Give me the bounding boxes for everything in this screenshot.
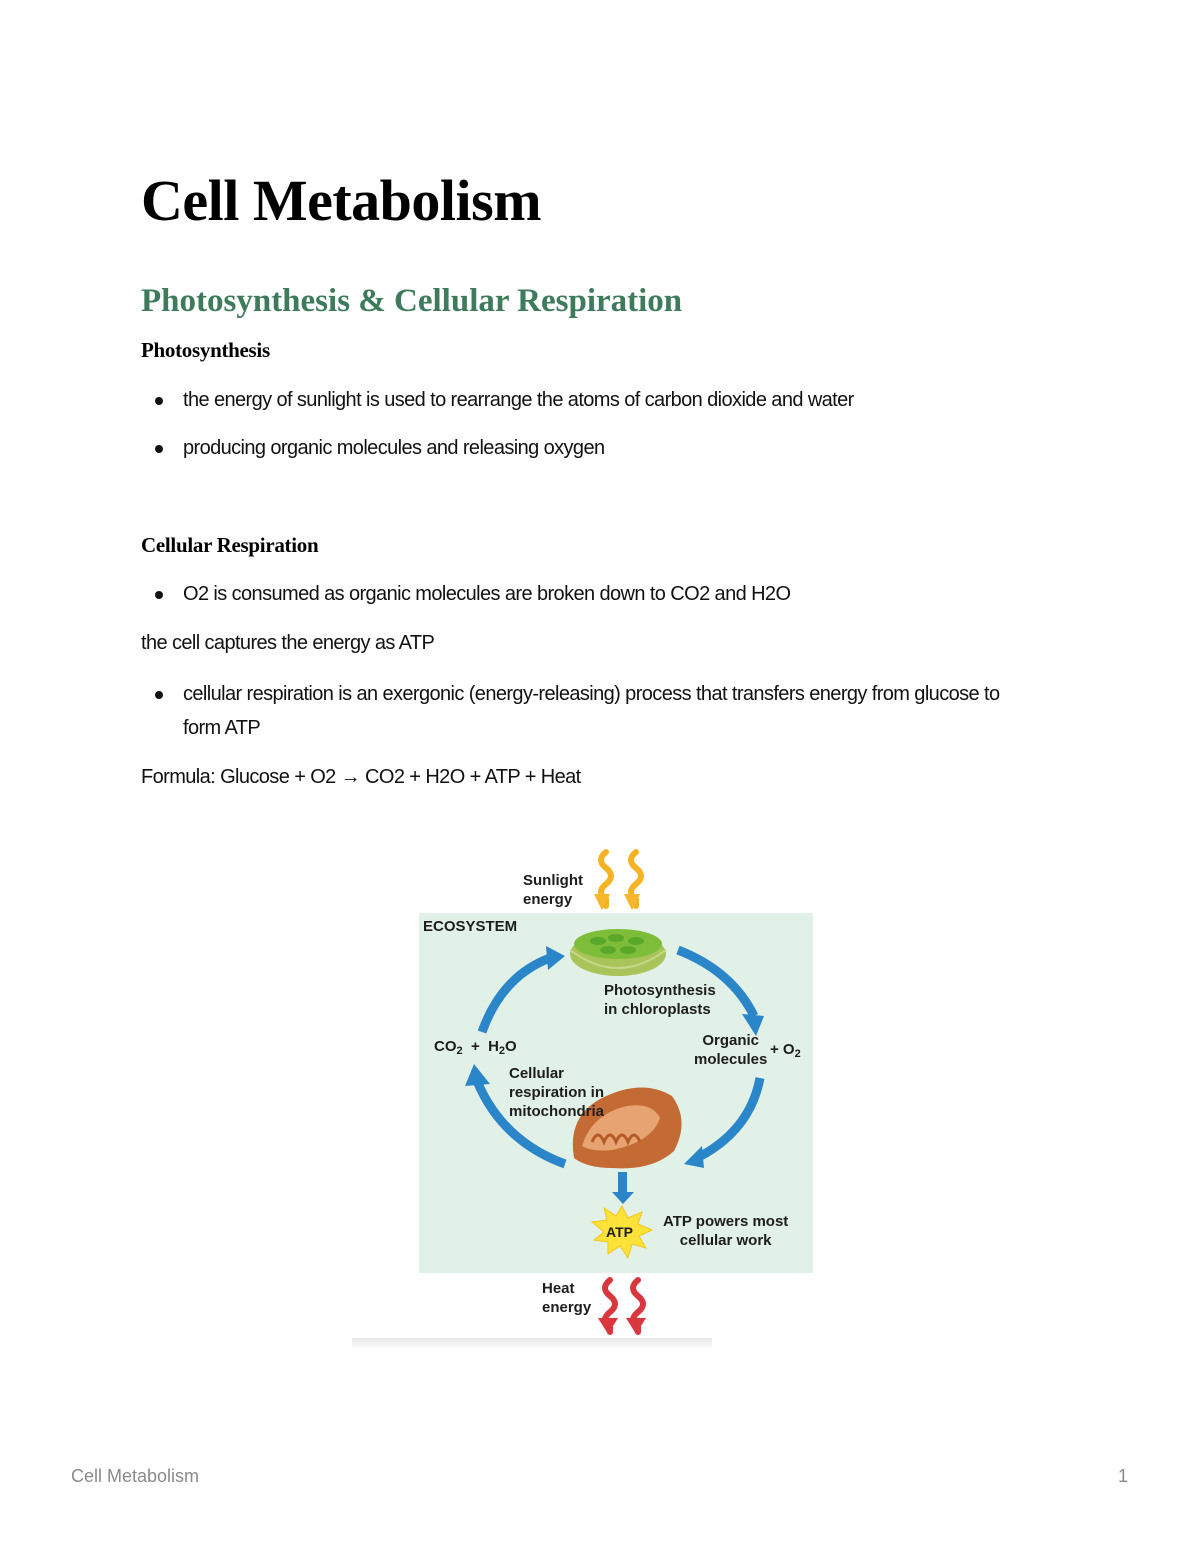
list-item: producing organic molecules and releasin… bbox=[155, 431, 1035, 465]
footer-page-number: 1 bbox=[1118, 1466, 1129, 1486]
bullet-icon bbox=[155, 397, 163, 405]
list-item: O2 is consumed as organic molecules are … bbox=[155, 577, 1035, 611]
cellular-respiration-heading: Cellular Respiration bbox=[141, 533, 319, 557]
photosynthesis-heading: Photosynthesis bbox=[141, 338, 270, 362]
list-item-text: cellular respiration is an exergonic (en… bbox=[183, 683, 1000, 739]
formula-paragraph: Formula: Glucose + O2 → CO2 + H2O + ATP … bbox=[141, 766, 581, 788]
footer-title: Cell Metabolism bbox=[71, 1466, 200, 1486]
ecosystem-label: ECOSYSTEM bbox=[423, 918, 518, 935]
list-item-text: O2 is consumed as organic molecules are … bbox=[183, 583, 791, 605]
atp-star-label: ATP bbox=[606, 1224, 633, 1240]
bullet-icon bbox=[155, 591, 163, 599]
list-item: cellular respiration is an exergonic (en… bbox=[155, 677, 1035, 745]
cycle-arrows-icon bbox=[472, 945, 765, 1169]
photosynthesis-label: Photosynthesis in chloroplasts bbox=[604, 982, 716, 1018]
heat-energy-label: Heat energy bbox=[542, 1280, 592, 1316]
bullet-icon bbox=[155, 691, 163, 699]
atp-star-icon bbox=[590, 1204, 654, 1260]
cellular-respiration-label: Cellular respiration in mitochondria bbox=[509, 1065, 605, 1120]
energy-flow-diagram: Sunlight energy ECOSYSTEM Photosynthesis… bbox=[352, 846, 822, 1356]
organic-molecules-label: Organic molecules bbox=[694, 1032, 768, 1068]
image-shadow bbox=[352, 1338, 712, 1350]
sunlight-arrows-icon bbox=[598, 849, 644, 909]
chloroplast-icon bbox=[569, 929, 667, 976]
list-item-text: producing organic molecules and releasin… bbox=[183, 437, 605, 459]
list-item-text: the energy of sunlight is used to rearra… bbox=[183, 389, 854, 411]
co2-h2o-label: CO2 + H2O bbox=[434, 1038, 517, 1057]
o2-label: + O2 bbox=[770, 1041, 801, 1060]
mitochondrion-icon bbox=[572, 1087, 682, 1169]
diagram-graphics bbox=[465, 849, 765, 1335]
document-title: Cell Metabolism bbox=[141, 168, 542, 233]
atp-capture-paragraph: the cell captures the energy as ATP bbox=[141, 632, 435, 654]
sunlight-label: Sunlight energy bbox=[523, 872, 583, 908]
section-heading: Photosynthesis & Cellular Respiration bbox=[141, 283, 683, 319]
list-item: the energy of sunlight is used to rearra… bbox=[155, 383, 1035, 417]
bullet-icon bbox=[155, 445, 163, 453]
atp-caption: ATP powers most cellular work bbox=[663, 1213, 789, 1249]
